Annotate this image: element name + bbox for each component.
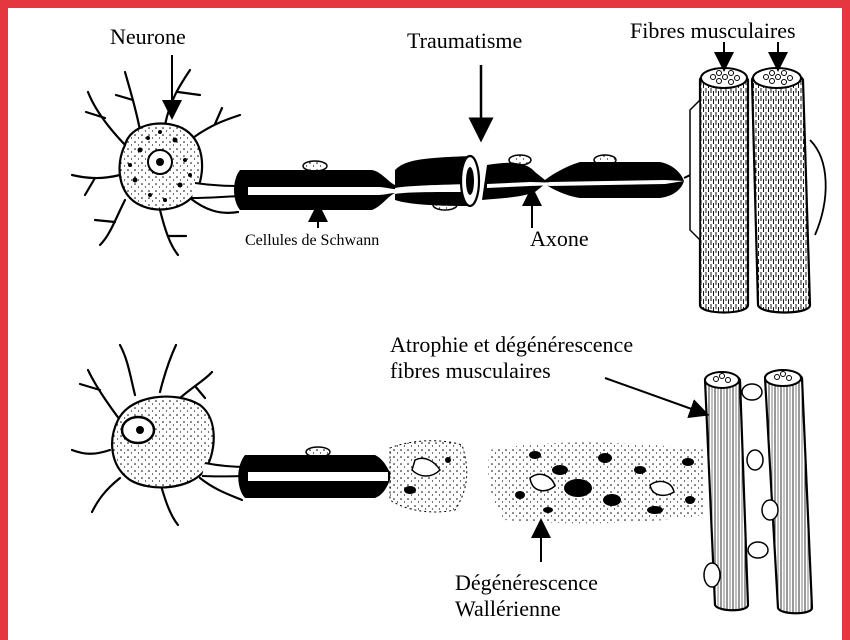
- muscle-fibers-top: [690, 68, 826, 313]
- label-cellules-schwann: Cellules de Schwann: [245, 232, 379, 250]
- arrow-atrophie: [605, 378, 700, 412]
- muscle-fibers-bottom: [704, 370, 812, 613]
- label-atrophie-line1: Atrophie et dégénérescence: [390, 332, 633, 358]
- myelin-segment-top-left: [234, 156, 479, 210]
- label-neurone: Neurone: [110, 24, 186, 50]
- label-degenerescence-line2: Wallérienne: [455, 596, 561, 622]
- myelin-segment-bottom: [238, 441, 466, 512]
- wallerian-degeneration-segment: [488, 443, 705, 524]
- label-axone: Axone: [530, 226, 589, 252]
- label-fibres-musculaires: Fibres musculaires: [630, 18, 796, 44]
- label-degenerescence-line1: Dégénérescence: [455, 570, 598, 596]
- healthy-neuron: [72, 70, 248, 255]
- label-traumatisme: Traumatisme: [407, 28, 522, 54]
- myelin-segment-top-right: [482, 155, 705, 208]
- injured-neuron: [72, 345, 248, 525]
- label-atrophie-line2: fibres musculaires: [390, 358, 551, 384]
